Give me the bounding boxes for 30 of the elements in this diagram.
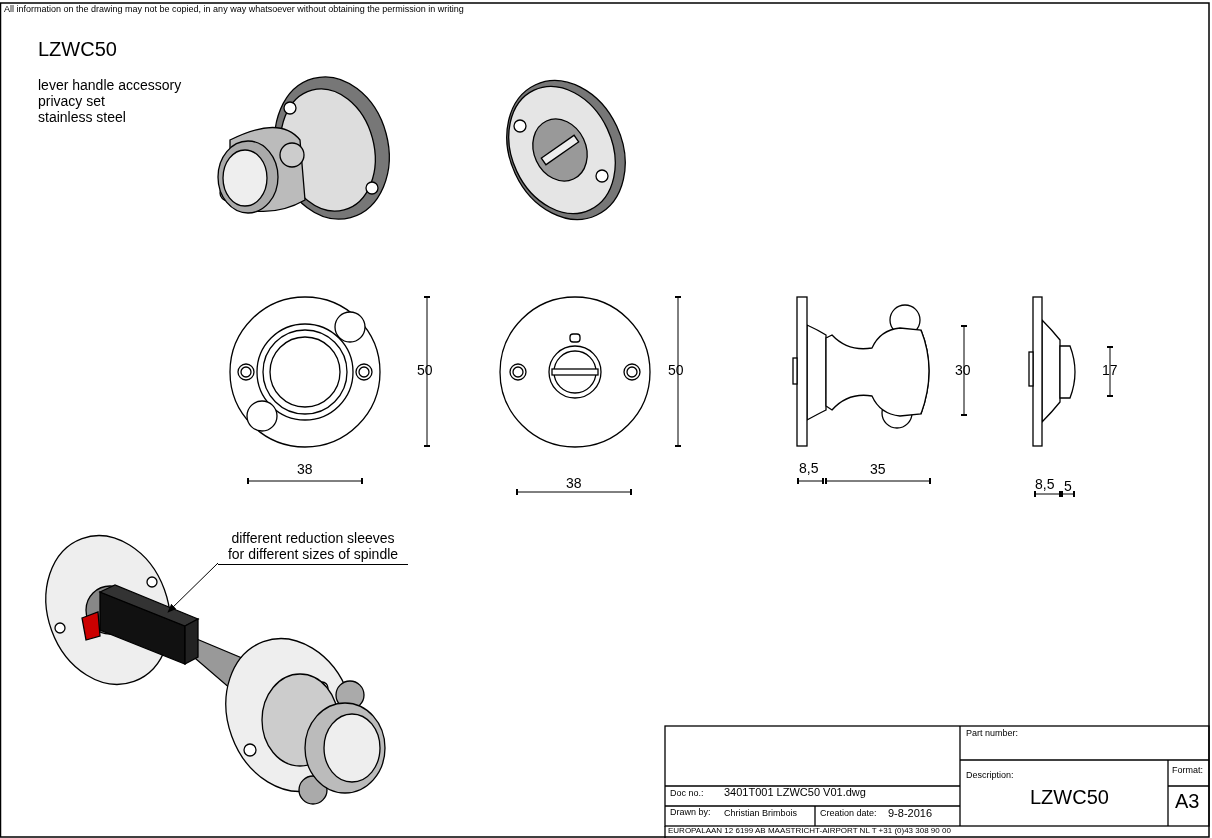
- creation-date-value: 9-8-2016: [888, 807, 933, 820]
- field-label: Doc no.:: [670, 789, 704, 799]
- drawn-by-value: Christian Brimbois: [724, 809, 798, 819]
- dimension-value: 50: [417, 363, 433, 379]
- dimension-value: 35: [870, 462, 886, 478]
- description-value: LZWC50: [1030, 786, 1109, 808]
- dimension-value: 38: [566, 476, 582, 492]
- dimension-value: 38: [297, 462, 313, 478]
- leader-line: [167, 562, 219, 613]
- dimension-value: 30: [955, 363, 971, 379]
- dimension-value: 5: [1064, 479, 1072, 495]
- dimension-value: 50: [668, 363, 684, 379]
- copyright-note: All information on the drawing may not be copied, in any way whatsoever without obtaining the permission in writing: [4, 5, 464, 15]
- field-label: Part number:: [966, 729, 1019, 739]
- address-line: EUROPALAAN 12 6199 AB MAASTRICHT-AIRPORT NL T +31 (0)43 308 90 00: [668, 827, 951, 836]
- field-label: Format:: [1172, 766, 1203, 776]
- dimension-value: 8,5: [1035, 477, 1055, 493]
- product-description: privacy set: [38, 94, 105, 110]
- field-label: Drawn by:: [670, 808, 711, 818]
- format-value: A3: [1175, 790, 1200, 812]
- reduction-sleeve-drawing: [98, 584, 200, 666]
- dimension-value: 8,5: [799, 461, 819, 477]
- dimension-value: 17: [1102, 363, 1118, 379]
- doc-number-value: 3401T001 LZWC50 V01.dwg: [724, 786, 866, 799]
- drawing-title: LZWC50: [38, 38, 117, 60]
- field-label: Creation date:: [820, 809, 877, 819]
- product-description: stainless steel: [38, 110, 126, 126]
- product-description: lever handle accessory: [38, 78, 182, 94]
- field-label: Description:: [966, 771, 1014, 781]
- leader-note: different reduction sleeves for different sizes of spindle: [218, 530, 408, 565]
